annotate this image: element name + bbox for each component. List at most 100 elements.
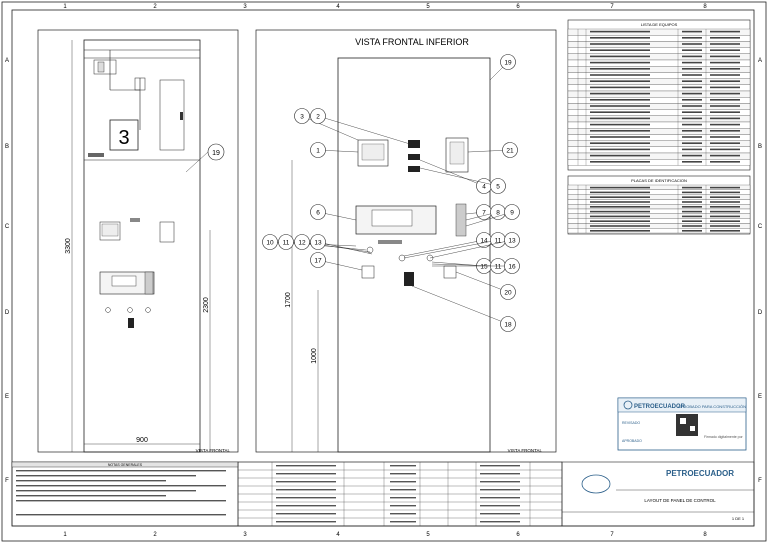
revision-text [390,473,416,475]
dim-a: 1700 [285,292,292,308]
callout-number: 11 [495,264,502,271]
table-text-line [590,55,650,58]
revision-text [276,505,336,507]
table-text-line [710,148,740,151]
grid-row-right: D [758,310,763,316]
grid-row-right: C [758,224,763,230]
stamp-status: APROBADO PARA CONSTRUCCIÓN [678,404,746,409]
revision-text [480,497,520,499]
table-text-line [682,80,702,82]
revision-text [480,489,520,491]
revision-text [390,513,416,515]
table-text-line [590,86,650,89]
table-text-line [590,186,650,189]
callout-number: 11 [495,238,502,245]
callout-number: 5 [496,184,500,191]
callout-number: 16 [508,264,516,271]
callout-number: 20 [504,290,512,297]
notes-block: NOTAS GENERALES [11,461,239,527]
table-text-line [590,61,650,64]
callout-number: 12 [298,240,306,247]
table-text-line [710,74,740,76]
table-text-line [590,154,650,157]
view-label-left: VISTA FRONTAL [196,448,231,453]
stamp-role-2: APROBADO [622,439,642,443]
table-text-line [682,49,702,51]
callout-number: 13 [314,240,322,247]
table-text-line [682,136,702,138]
table-text-line [682,74,702,76]
callout-circle [262,234,278,250]
table-text-line [590,230,650,232]
table-text-line [590,215,650,218]
view-title: VISTA FRONTAL INFERIOR [355,37,469,47]
revision-text [480,513,520,515]
table-text-line [682,215,702,218]
revision-table [237,461,563,527]
callout-circle [504,258,520,274]
table-text-line [590,136,650,138]
callout-number: 17 [314,258,322,265]
revision-text [390,521,416,523]
table-text-line [590,111,650,113]
grid-col-bottom: 6 [516,532,520,538]
callout-leader [431,263,499,267]
grid-row-left: B [5,144,9,150]
callout-circle [502,142,518,158]
table-text-line [590,130,650,132]
table-text-line [710,201,740,203]
view-label-right: VISTA FRONTAL [508,448,543,453]
table-text-line [590,105,650,107]
note-line [16,475,196,477]
table-text-line [710,130,740,132]
grid-row-left: A [5,58,9,64]
table-text-line [682,201,702,203]
callout-number: 1 [316,148,320,155]
revision-text [480,465,520,467]
callout-circle [278,234,294,250]
callout-circle [310,252,326,268]
table-text-line [710,206,740,208]
table-text-line [710,86,740,89]
table-text-line [590,43,650,45]
dim-height-left: 3300 [65,238,72,254]
drawing-title: LAYOUT DE PANEL DE CONTROL [644,498,716,503]
grid-row-right: B [758,144,762,150]
note-line [16,490,196,492]
right-panel-view: VISTA FRONTAL INFERIOR 1700 1000 VISTA F… [255,29,557,453]
table-text-line [682,92,702,95]
table-text-line [682,225,702,227]
table-text-line [682,61,702,64]
table-text-line [682,117,702,120]
table-text-line [710,230,740,232]
table-row [567,228,751,234]
table-text-line [590,191,650,194]
table-text-line [682,99,702,101]
table-text-line [710,225,740,227]
revision-text [276,513,336,515]
table-text-line [590,206,650,208]
grid-row-left: E [5,394,9,400]
table-text-line [682,196,702,198]
callout-circle [310,108,326,124]
table-text-line [590,123,650,126]
title-block: PETROECUADOR LAYOUT DE PANEL DE CONTROL … [561,461,755,527]
table-text-line [710,191,740,194]
grid-row-left: D [5,310,10,316]
revision-text [480,505,520,507]
note-line [16,480,166,482]
table-text-line [590,37,650,39]
nameplate-table-rows [567,184,751,234]
table-text-line [710,142,740,144]
callout-number: 2 [316,114,320,121]
table-text-line [682,68,702,70]
revision-text [480,481,520,483]
table-text-line [710,68,740,70]
table-text-line [710,99,740,101]
grid-col-bottom: 5 [426,532,430,538]
grid-col-bottom: 2 [153,532,157,538]
callout-number: 19 [504,60,512,67]
